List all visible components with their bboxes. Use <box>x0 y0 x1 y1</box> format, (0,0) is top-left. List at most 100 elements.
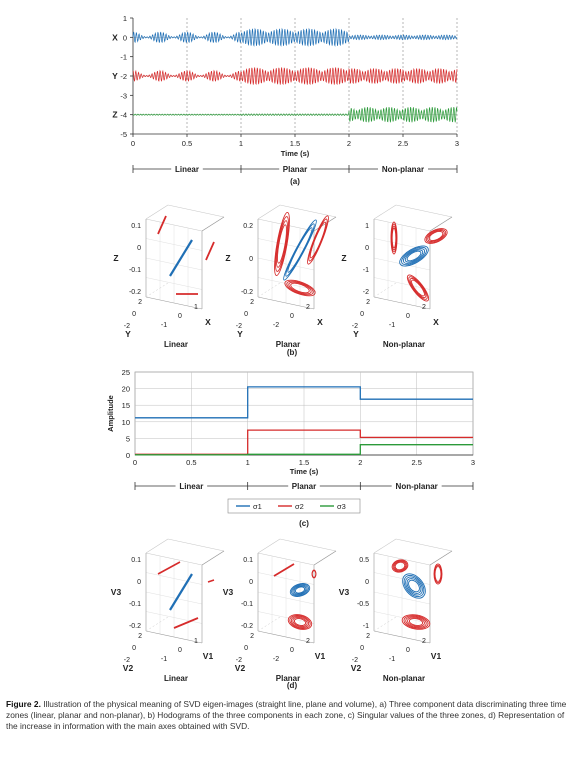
panel-b-cube-1-box-edge <box>257 282 281 298</box>
panel-a-y-tick-label: -1 <box>120 53 127 62</box>
panel-b-cube-1-projection-main <box>285 223 315 277</box>
panel-b-cube-1-projection-main <box>283 219 317 281</box>
panel-d-cube-2-x-tick-label: -1 <box>389 656 395 663</box>
panel-d-cube-0-z-axis-label: V3 <box>111 587 122 597</box>
chart-y-tick-label: 10 <box>122 418 130 427</box>
panel-d-cube-2-projection-main <box>403 574 425 598</box>
panel-d-cube-0-box-grid <box>145 611 203 624</box>
panel-c-zone-label: Non-planar <box>396 482 438 491</box>
panel-a-x-tick-label: 0.5 <box>182 139 192 148</box>
panel-d-cube-2-z-tick-label: 0 <box>365 579 369 586</box>
panel-b-cube-1-projection-floor <box>284 279 316 297</box>
panel-a-trace-Z <box>132 107 458 123</box>
panel-a-y-tick-label: -2 <box>120 72 127 81</box>
panel-d-cube-2-projection-side <box>394 561 406 571</box>
panel-d-cube-1-title: Planar <box>276 674 300 683</box>
caption-text: Illustration of the physical meaning of … <box>6 699 567 731</box>
panel-b-cube-2-box-edge <box>429 216 453 232</box>
panel-d-cube-2-projection-side <box>434 564 442 584</box>
panel-d-cube-2-projection-floor <box>408 618 424 626</box>
panel-b-cube-1-projection-side <box>275 216 289 272</box>
chart-x-tick-label: 2.5 <box>411 458 421 467</box>
panel-d-cube-2-projection-main <box>402 573 426 599</box>
panel-b-cube-0-x-tick-label: 1 <box>194 304 198 311</box>
panel-b-cube-1-projection-side <box>309 221 327 259</box>
chart-legend-label-2: σ2 <box>295 502 304 511</box>
chart-x-tick-label: 2 <box>358 458 362 467</box>
panel-a-x-tick-label: 2 <box>347 139 351 148</box>
panel-d-cube-2-box-edge <box>373 630 431 644</box>
panel-d-cube-2-projection-main <box>405 576 423 596</box>
panel-a-y-tick-label: -4 <box>120 111 127 120</box>
panel-b-cube-0-z-tick-label: -0.2 <box>129 289 141 296</box>
panel-d-cube-1-z-tick-label: 0 <box>249 579 253 586</box>
chart-xlabel: Time (s) <box>290 467 319 476</box>
panel-d-cube-2-projection-side <box>391 559 409 573</box>
panel-a-zone-label: Non-planar <box>382 165 424 174</box>
panel-b-cube-2-z-tick-label: -2 <box>363 289 369 296</box>
panel-b-cube-2-box-grid <box>373 277 431 290</box>
panel-b-cube-1-title: Planar <box>276 340 300 349</box>
panel-d-cube-1-y-tick-label: 2 <box>250 633 254 640</box>
panel-a-series-label-Z: Z <box>112 110 117 120</box>
chart-x-tick-label: 0.5 <box>186 458 196 467</box>
panel-b-cube-2-x-axis-label: X <box>433 317 439 327</box>
panel-b-cube-0-z-tick-label: 0 <box>137 245 141 252</box>
panel-b-cube-1-x-tick-label: 0 <box>290 313 294 320</box>
panel-d-cube-2-projection-floor <box>401 614 431 630</box>
panel-b-cube-1-y-tick-label: -2 <box>236 323 242 330</box>
panel-d-cube-0-z-tick-label: 0.1 <box>131 557 141 564</box>
panel-d-cube-2-y-tick-label: -2 <box>352 657 358 664</box>
panel-b-cube-0-z-axis-label: Z <box>113 253 118 263</box>
panel-d-cube-1-z-tick-label: 0.1 <box>243 557 253 564</box>
panel-b-cube-0-y-tick-label: 2 <box>138 299 142 306</box>
panel-b-cube-0-box-edge <box>145 296 203 310</box>
panel-d-cube-2-projection-main <box>408 579 420 593</box>
chart-series-line-3 <box>135 444 473 456</box>
panel-d-cube-2-box-grid <box>373 611 431 624</box>
caption-label: Figure 2. <box>6 699 41 709</box>
panel-d-cube-2-y-tick-label: 0 <box>360 645 364 652</box>
panel-d-cube-1-box-edge <box>279 538 337 552</box>
panel-b-cube-2-x-tick-label: 0 <box>406 313 410 320</box>
panel-d-cube-0-title: Linear <box>164 674 188 683</box>
panel-d-label: (d) <box>287 681 298 690</box>
panel-b-cube-1-projection-floor <box>286 280 314 296</box>
chart-x-tick-label: 1 <box>246 458 250 467</box>
panel-b-cube-2-projection-side <box>427 230 445 242</box>
panel-b-cube-2-y-axis-label: Y <box>353 329 359 339</box>
panel-d-cube-1-z-axis-label: V3 <box>223 587 234 597</box>
chart-y-tick-label: 0 <box>126 451 130 460</box>
panel-b-cube-1-projection-floor <box>288 281 312 295</box>
panel-d-cube-1-x-tick-label: 0 <box>290 647 294 654</box>
panel-d-cube-0-box-edge <box>201 550 225 566</box>
panel-d-cube-1-y-axis-label: V2 <box>235 663 246 673</box>
panel-a-trace-Y <box>132 67 458 85</box>
panel-a-y-tick-label: -5 <box>120 130 127 139</box>
panel-b-cube-2-z-tick-label: 1 <box>365 223 369 230</box>
panel-b-cube-2-projection-floor <box>409 277 427 299</box>
panel-b-cube-2-title: Non-planar <box>383 340 425 349</box>
panel-b-cube-0-box-edge <box>145 204 169 220</box>
panel-b-cube-0-y-tick-label: 0 <box>132 311 136 318</box>
panel-a-x-tick-label: 3 <box>455 139 459 148</box>
panel-a-y-tick-label: -3 <box>120 91 127 100</box>
panel-d-cube-0-projection-floor <box>173 617 199 629</box>
panel-b-cube-2-z-axis-label: Z <box>341 253 346 263</box>
panel-b-cube-1-z-tick-label: 0.2 <box>243 223 253 230</box>
panel-a-y-tick-label: 0 <box>123 33 127 42</box>
panel-b-cube-2-projection-main <box>404 249 424 263</box>
panel-b-cube-2-projection-side <box>425 229 447 243</box>
panel-c-label: (c) <box>299 519 309 528</box>
panel-a-series-label-Y: Y <box>112 71 118 81</box>
panel-d-cube-1-box-edge <box>257 630 315 644</box>
panel-b-cube-1-box-edge <box>257 296 315 310</box>
panel-d-cube-1-projection-floor <box>289 615 311 629</box>
panel-b-cube-1-projection-side <box>308 218 328 262</box>
panel-b-cube-2-projection-side <box>424 228 448 244</box>
panel-d-cube-2-box-edge <box>429 550 453 566</box>
panel-d-cube-1-projection-floor <box>290 616 310 628</box>
panel-b-cube-2-x-tick-label: 2 <box>422 304 426 311</box>
panel-d-cube-0-z-tick-label: 0 <box>137 579 141 586</box>
